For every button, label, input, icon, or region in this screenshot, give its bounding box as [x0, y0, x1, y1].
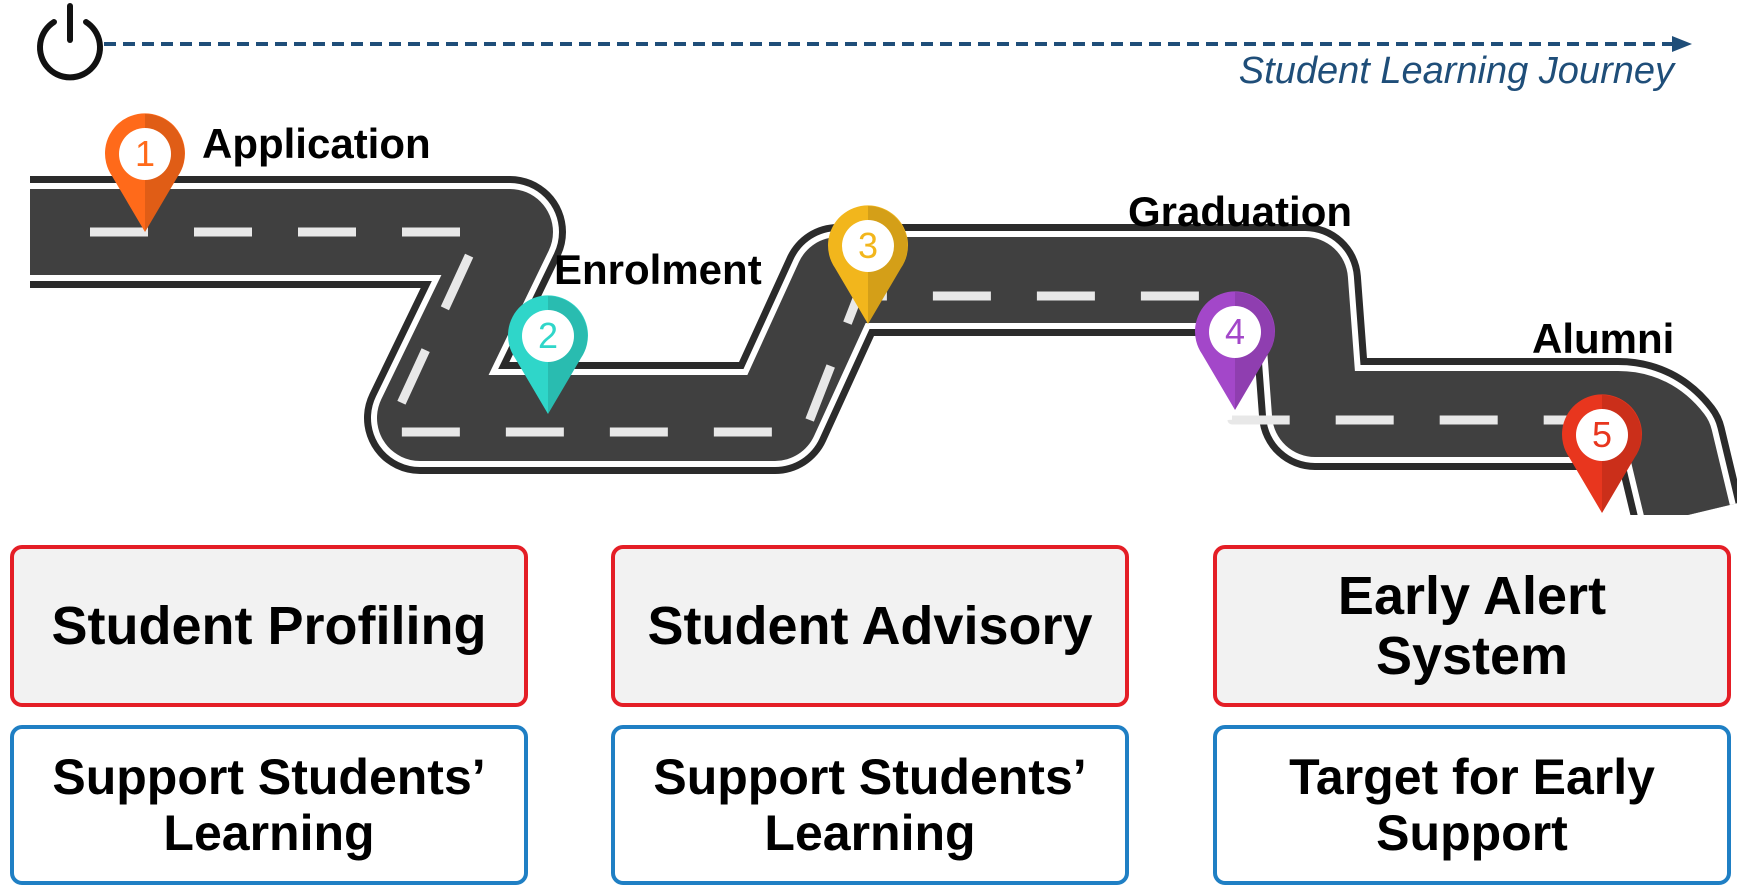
- service-title: Early Alert System: [1337, 565, 1607, 686]
- stage-label-alumni: Alumni: [1532, 315, 1675, 362]
- service-box-early-alert-system: Early Alert System: [1213, 545, 1731, 707]
- purpose-box-2: Support Students’ Learning: [611, 725, 1129, 885]
- pin-number: 3: [858, 225, 878, 266]
- map-pin-icon: 3: [828, 205, 909, 324]
- journey-arrow: [104, 36, 1692, 52]
- pin-number: 1: [135, 133, 155, 174]
- pin-number: 2: [538, 315, 558, 356]
- purpose-text: Support Students’ Learning: [653, 749, 1087, 861]
- purpose-box-1: Support Students’ Learning: [10, 725, 528, 885]
- stage-label-application: Application: [202, 120, 431, 167]
- lane-markings: [90, 227, 1605, 437]
- stage-label-enrolment: Enrolment: [554, 246, 762, 293]
- journey-label: Student Learning Journey: [1238, 50, 1674, 92]
- map-pin-icon: 4: [1195, 291, 1275, 410]
- map-pin-icon: 2: [508, 295, 588, 414]
- purpose-box-3: Target for Early Support: [1213, 725, 1731, 885]
- service-box-student-profiling: Student Profiling: [10, 545, 528, 707]
- purpose-text: Target for Early Support: [1289, 749, 1655, 861]
- map-pin-icon: 1: [105, 113, 186, 232]
- stage-label-graduation: Graduation: [1128, 188, 1353, 235]
- pin-number: 5: [1592, 414, 1612, 455]
- service-title: Student Profiling: [51, 595, 487, 656]
- service-title: Student Advisory: [647, 595, 1093, 656]
- map-pin-icon: 5: [1562, 394, 1642, 513]
- purpose-text: Support Students’ Learning: [52, 749, 486, 861]
- pin-number: 4: [1225, 311, 1245, 352]
- power-icon: [37, 3, 103, 81]
- service-box-student-advisory: Student Advisory: [611, 545, 1129, 707]
